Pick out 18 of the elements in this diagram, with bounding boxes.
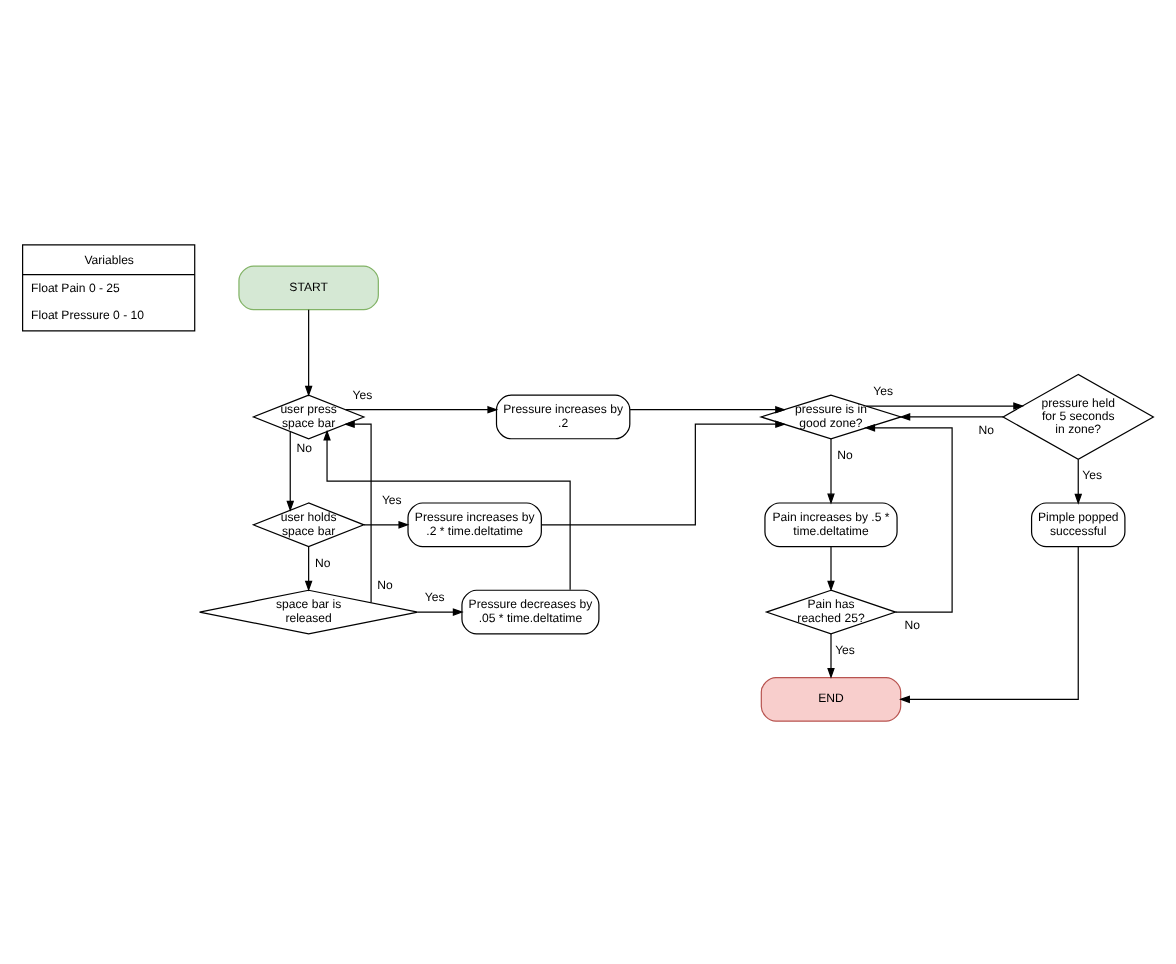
arrow xyxy=(343,419,372,603)
arrow xyxy=(899,545,1079,703)
arrow xyxy=(304,308,313,396)
arrow xyxy=(899,412,1004,420)
arrow xyxy=(363,520,410,528)
arrow xyxy=(304,545,313,591)
arrow xyxy=(827,437,835,504)
arrow xyxy=(827,632,835,678)
arrow xyxy=(865,401,1025,409)
arrow xyxy=(629,404,787,413)
arrow xyxy=(540,419,787,525)
arrow xyxy=(1074,457,1083,504)
arrow xyxy=(286,430,295,511)
arrow xyxy=(417,607,464,615)
arrow xyxy=(345,404,499,413)
arrow xyxy=(864,423,953,612)
arrow xyxy=(827,545,835,591)
arrow xyxy=(323,428,571,590)
